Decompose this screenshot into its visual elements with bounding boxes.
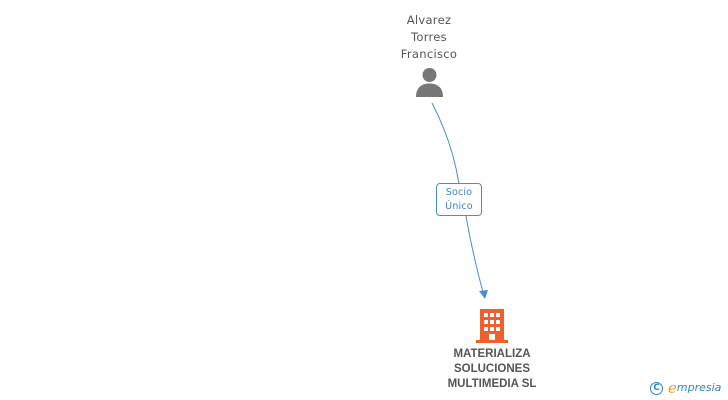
company-name-line-3: MULTIMEDIA SL	[447, 378, 537, 390]
person-name[interactable]: Alvarez Torres Francisco	[369, 12, 489, 63]
relation-label-line-2: Único	[445, 201, 473, 212]
person-name-line-1: Alvarez	[406, 13, 452, 27]
company-name[interactable]: MATERIALIZA SOLUCIONES MULTIMEDIA SL	[412, 347, 572, 392]
edge-line-lower	[465, 215, 485, 297]
brand-name: mpresia	[676, 381, 722, 394]
copyright-icon: C	[650, 381, 663, 395]
company-name-line-2: SOLUCIONES	[453, 363, 531, 375]
building-icon[interactable]	[476, 308, 508, 344]
company-name-line-1: MATERIALIZA	[453, 348, 531, 360]
person-name-line-2: Torres	[411, 30, 447, 44]
arrowhead-icon	[479, 290, 488, 299]
relation-label[interactable]: Socio Único	[436, 183, 482, 216]
relation-label-line-1: Socio	[445, 187, 473, 198]
person-icon[interactable]	[414, 67, 445, 98]
edge-line-upper	[431, 102, 460, 185]
brand-logo: C e mpresia	[650, 378, 721, 398]
brand-initial: e	[668, 379, 677, 397]
person-name-line-3: Francisco	[400, 47, 458, 61]
